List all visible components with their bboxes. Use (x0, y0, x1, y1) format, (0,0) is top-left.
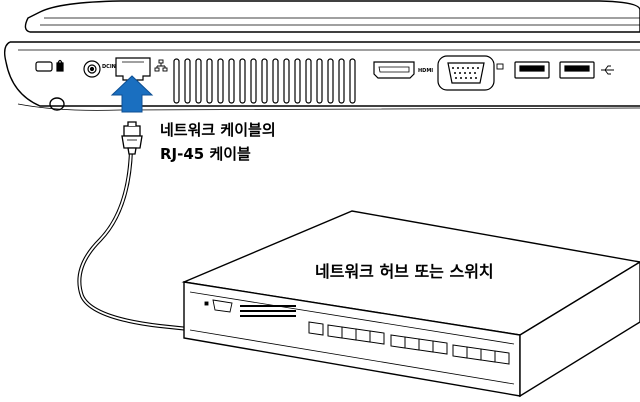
vga-port-icon (437, 55, 504, 91)
usb-port-icon (514, 61, 614, 79)
hdmi-port-icon (373, 61, 415, 79)
lan-port-icon (115, 57, 151, 81)
switch-led-panel (240, 305, 296, 317)
vent-grille-icon (173, 58, 356, 104)
switch-side (519, 261, 640, 398)
kensington-lock-icon (35, 59, 64, 72)
hdmi-port-tag: HDMI (418, 68, 434, 74)
lan-symbol-icon (154, 59, 168, 72)
dc-in-port-icon (83, 60, 101, 78)
arrow-up-icon (110, 75, 154, 113)
laptop-lid (24, 0, 640, 33)
switch-port-group-2 (390, 334, 448, 355)
rj45-plug-icon (121, 121, 143, 155)
switch-console-port (204, 299, 233, 313)
dcin-port-tag: DCIN (102, 64, 116, 70)
switch-port-group-3 (452, 344, 510, 365)
cable-label-line-2: RJ-45 케이블 (160, 145, 251, 163)
switch-port-group-1 (308, 321, 385, 345)
cable-label-line-1: 네트워크 케이블의 (160, 121, 276, 139)
hub-label: 네트워크 허브 또는 스위치 (315, 262, 494, 281)
laptop (3, 0, 640, 111)
network-switch-icon (181, 210, 640, 398)
laptop-base (3, 41, 640, 107)
